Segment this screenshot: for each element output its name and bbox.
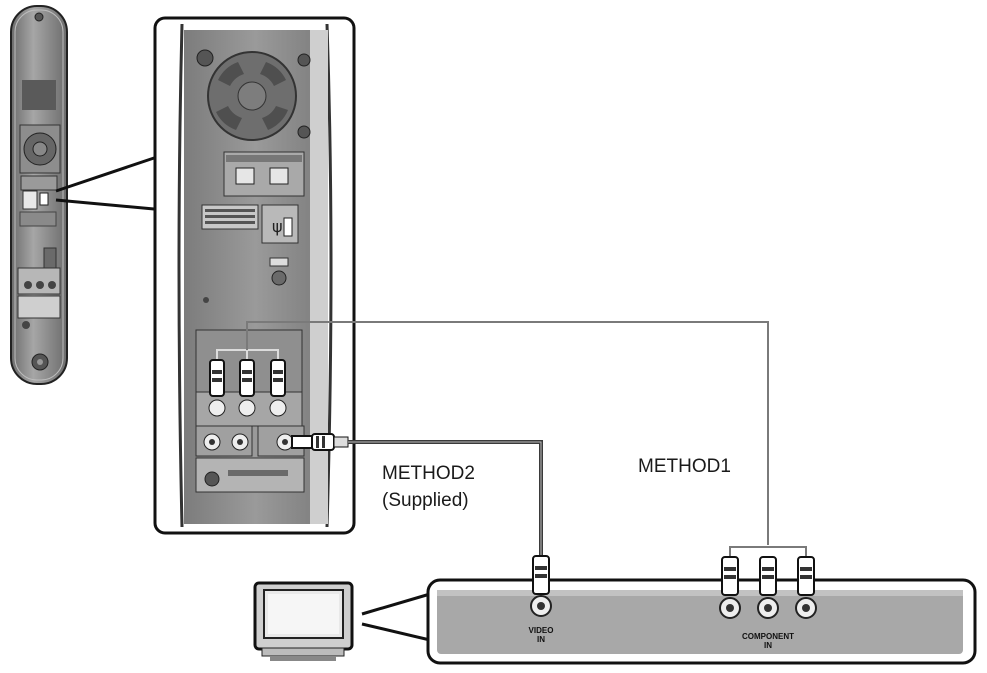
callout-wedge bbox=[55, 156, 155, 211]
rear-panel-zoom: ψ bbox=[153, 16, 356, 535]
tv-callout bbox=[361, 592, 431, 642]
component-in-label: COMPONENT IN bbox=[728, 632, 808, 650]
component-in-label-line2: IN bbox=[764, 641, 772, 650]
video-in-label-line1: VIDEO bbox=[528, 626, 554, 635]
tv-icon bbox=[253, 581, 354, 661]
video-in-label: VIDEO IN bbox=[521, 626, 561, 644]
component-cable-method1 bbox=[246, 321, 769, 545]
method1-label: METHOD1 bbox=[638, 456, 731, 477]
video-in-label-line2: IN bbox=[537, 635, 545, 644]
tv-rear-panel bbox=[426, 546, 977, 665]
svg-text:ψ: ψ bbox=[272, 217, 283, 236]
method2-label: METHOD2 bbox=[382, 463, 475, 484]
method2-supplied-note: (Supplied) bbox=[382, 490, 469, 511]
component-in-label-line1: COMPONENT bbox=[742, 632, 794, 641]
video-plug-soundbar bbox=[291, 433, 349, 451]
component-plugs-soundbar bbox=[208, 359, 287, 417]
soundbar-overview bbox=[10, 5, 68, 385]
